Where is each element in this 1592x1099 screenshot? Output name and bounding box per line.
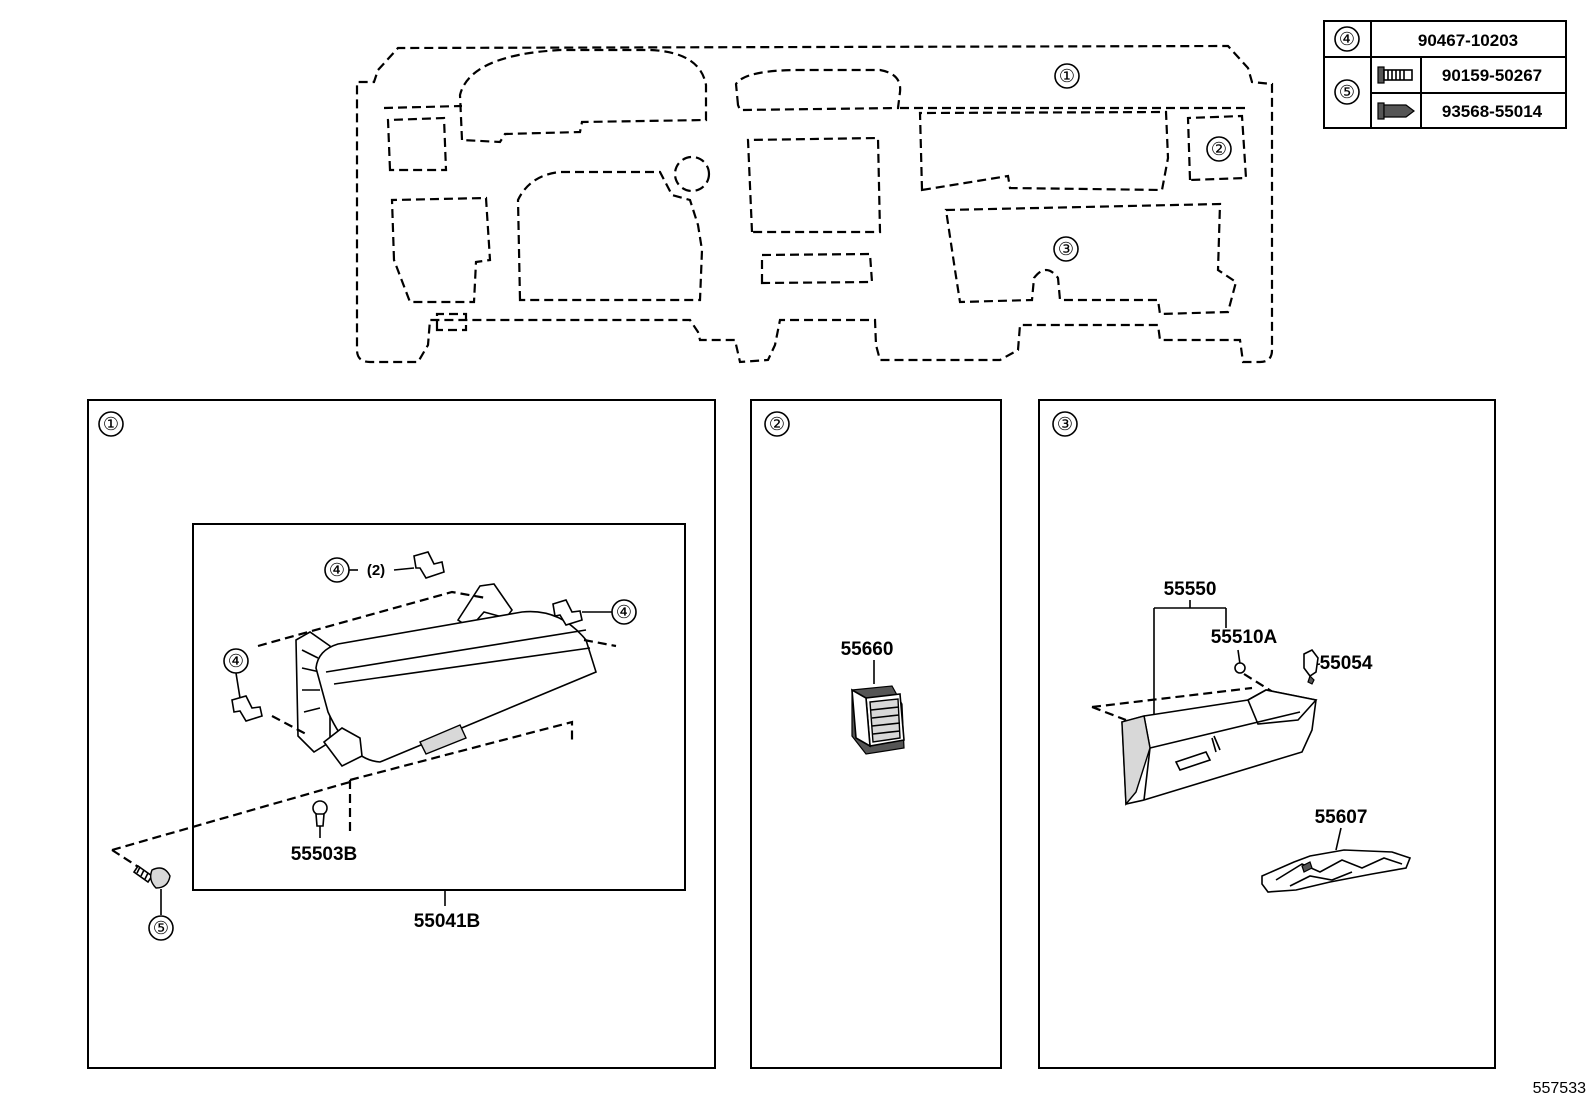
label-55607: 55607 [1315,807,1368,828]
svg-text:①: ① [1059,66,1075,86]
bracket-icon [1261,849,1412,893]
panel-1-passenger-airbag: ① ④ (2) [87,399,716,1069]
screw-icon [1377,66,1413,84]
label-55550: 55550 [1164,579,1217,600]
label-55503b: 55503B [291,844,358,865]
airbag-module [295,583,597,768]
overview-marker-3: ③ [1053,236,1079,262]
callout-table: ④ 90467-10203 ⑤ 90159-50267 93568-55014 [1323,20,1567,129]
svg-text:④: ④ [228,651,244,671]
air-vent-icon [851,685,905,755]
ref-4-right: ④ [611,599,637,625]
svg-text:④: ④ [1339,29,1355,49]
ref-5: ⑤ [148,915,174,941]
ref-4-top-qty: (2) [367,562,385,579]
clip-icon [413,551,445,579]
diagram-code: 557533 [1533,1080,1586,1097]
overview-marker-1: ① [1054,63,1080,89]
damper-icon [1303,648,1319,685]
lock-icon [1234,662,1246,674]
svg-text:⑤: ⑤ [1339,82,1355,102]
ref-4-left: ④ [223,648,249,674]
clip-55503b-icon [312,800,328,827]
panel-3-ref: ③ [1052,411,1078,437]
table-part-90467-10203: 90467-10203 [1418,31,1518,50]
clip-icon [552,599,583,626]
label-55510a: 55510A [1211,627,1278,648]
svg-text:②: ② [1211,139,1227,159]
svg-text:①: ① [103,414,119,434]
svg-text:④: ④ [329,560,345,580]
table-ref-4: ④ [1334,26,1360,52]
overview-marker-2: ② [1206,136,1232,162]
label-55054: 55054 [1320,653,1373,674]
panel-2-side-vent: ② 55660 [750,399,1002,1069]
screw-icon [132,864,171,889]
screw-icon [1377,102,1415,120]
panel-1-ref: ① [98,411,124,437]
table-part-93568-55014: 93568-55014 [1442,102,1543,121]
svg-text:②: ② [769,414,785,434]
svg-text:⑤: ⑤ [153,918,169,938]
panel-3-glove-box: ③ 55550 55510A 55054 55607 [1038,399,1496,1069]
label-55660: 55660 [841,639,894,660]
table-part-90159-50267: 90159-50267 [1442,66,1542,85]
dashboard-overview: ① ② ③ [355,44,1274,364]
glove-box [1121,689,1318,806]
clip-icon [231,695,263,722]
svg-text:③: ③ [1058,239,1074,259]
ref-4-top: ④ [324,557,350,583]
panel-2-ref: ② [764,411,790,437]
svg-text:④: ④ [616,602,632,622]
label-55041b: 55041B [414,911,481,932]
table-ref-5: ⑤ [1334,79,1360,105]
svg-text:③: ③ [1057,414,1073,434]
